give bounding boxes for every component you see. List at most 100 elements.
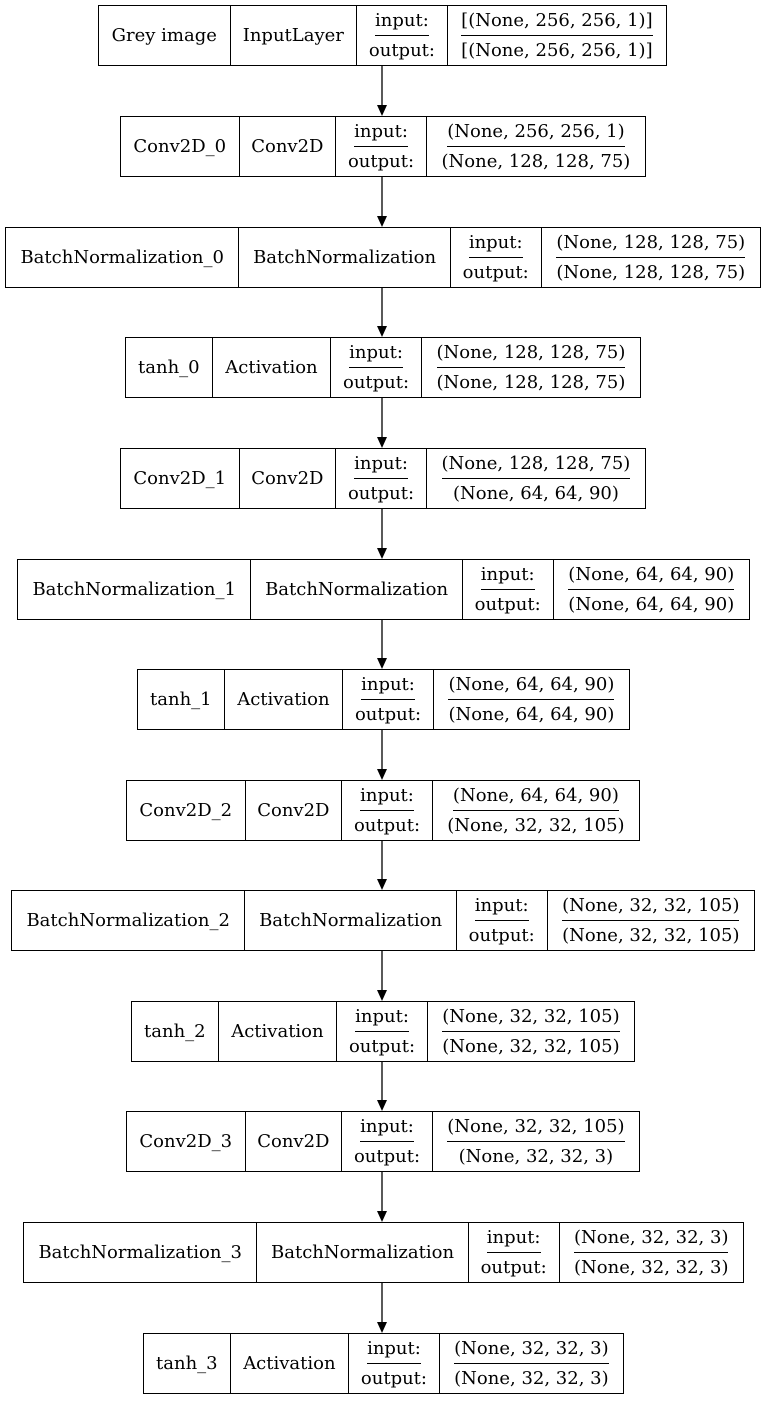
arrowhead-icon: [377, 1322, 387, 1333]
io-shapes: (None, 32, 32, 105) (None, 32, 32, 105): [428, 1002, 634, 1061]
io-labels: input:output:: [336, 449, 427, 508]
io-labels: input: output:: [451, 228, 542, 287]
layer-name: tanh_1: [138, 670, 225, 729]
input-shape: (None, 32, 32, 105): [442, 1002, 620, 1032]
layer-type: Conv2D: [246, 781, 343, 840]
output-label: output:: [347, 483, 415, 504]
layer-type: Activation: [231, 1334, 350, 1393]
output-shape: (None, 128, 128, 75): [441, 151, 631, 172]
input-label: input:: [375, 6, 429, 36]
arrowhead-icon: [377, 658, 387, 669]
io-shapes: (None, 32, 32, 3)(None, 32, 32, 3): [560, 1223, 743, 1282]
io-shapes: (None, 256, 256, 1)(None, 128, 128, 75): [427, 117, 645, 176]
arrowhead-icon: [377, 1100, 387, 1111]
output-shape: (None, 32, 32, 105): [442, 1036, 620, 1057]
input-shape: (None, 128, 128, 75): [556, 228, 746, 258]
layer-name: BatchNormalization_0: [6, 228, 240, 287]
output-label: output:: [468, 925, 535, 946]
input-label: input:: [486, 1223, 541, 1253]
output-label: output:: [462, 262, 529, 283]
arrowhead-icon: [377, 1211, 387, 1222]
input-label: input:: [354, 117, 408, 147]
layer-type: BatchNormalization: [245, 891, 457, 950]
input-label: input:: [355, 1002, 409, 1032]
layer-type: Conv2D: [240, 449, 337, 508]
layer-type: Activation: [219, 1002, 338, 1061]
io-labels: input: output:: [337, 1002, 428, 1061]
input-shape: (None, 32, 32, 105): [562, 891, 740, 921]
io-labels: input: output:: [469, 1223, 560, 1282]
layer-name: Conv2D_1: [121, 449, 240, 508]
output-shape: [(None, 256, 256, 1)]: [461, 40, 653, 61]
layer-type: InputLayer: [231, 6, 358, 65]
layer-name: Conv2D_0: [121, 117, 240, 176]
output-label: output:: [368, 40, 435, 61]
io-labels: input: output:: [343, 670, 434, 729]
output-shape: (None, 64, 64, 90): [448, 704, 615, 725]
output-label: output:: [348, 1036, 416, 1057]
input-shape: (None, 64, 64, 90): [452, 781, 619, 811]
input-shape: (None, 32, 32, 3): [454, 1334, 609, 1364]
layer-type: BatchNormalization: [251, 560, 463, 619]
layer-type: BatchNormalization: [257, 1223, 469, 1282]
output-label: output:: [360, 1368, 427, 1389]
output-label: output:: [474, 594, 541, 615]
arrowhead-icon: [377, 990, 387, 1001]
input-label: input:: [480, 560, 535, 590]
layer-name: tanh_2: [132, 1002, 219, 1061]
input-shape: (None, 32, 32, 105): [447, 1112, 625, 1142]
input-label: input:: [474, 891, 529, 921]
io-shapes: (None, 64, 64, 90)(None, 64, 64, 90): [434, 670, 629, 729]
io-labels: input: output:: [342, 781, 433, 840]
layer-name: BatchNormalization_1: [18, 560, 252, 619]
layer-type: Conv2D: [240, 117, 337, 176]
input-label: input:: [360, 781, 414, 811]
input-label: input:: [361, 670, 415, 700]
io-labels: input:output:: [342, 1112, 433, 1171]
io-labels: input:output:: [331, 338, 422, 397]
output-shape: (None, 32, 32, 105): [562, 925, 740, 946]
input-label: input:: [468, 228, 523, 258]
layer-name: BatchNormalization_2: [12, 891, 246, 950]
layer-type: BatchNormalization: [239, 228, 451, 287]
layer-type: Conv2D: [246, 1112, 343, 1171]
arrowhead-icon: [377, 326, 387, 337]
arrowhead-icon: [377, 105, 387, 116]
output-label: output:: [354, 704, 422, 725]
output-label: output:: [347, 151, 415, 172]
output-label: output:: [480, 1257, 547, 1278]
output-shape: (None, 128, 128, 75): [556, 262, 746, 283]
output-shape: (None, 32, 32, 3): [574, 1257, 729, 1278]
layer-name: tanh_3: [144, 1334, 231, 1393]
io-labels: input: output:: [357, 6, 448, 65]
io-shapes: (None, 128, 128, 75)(None, 128, 128, 75): [422, 338, 640, 397]
input-label: input:: [360, 1112, 414, 1142]
arrowhead-icon: [377, 879, 387, 890]
layer-name: Conv2D_2: [127, 781, 246, 840]
io-shapes: (None, 128, 128, 75) (None, 128, 128, 75): [542, 228, 760, 287]
io-shapes: [(None, 256, 256, 1)] [(None, 256, 256, 1…: [448, 6, 666, 65]
io-labels: input: output:: [336, 117, 427, 176]
input-shape: [(None, 256, 256, 1)]: [461, 6, 653, 36]
arrowhead-icon: [377, 216, 387, 227]
output-shape: (None, 128, 128, 75): [436, 372, 626, 393]
output-shape: (None, 32, 32, 3): [458, 1146, 614, 1167]
layer-name: BatchNormalization_3: [24, 1223, 258, 1282]
layer-name: tanh_0: [126, 338, 213, 397]
output-label: output:: [343, 372, 410, 393]
io-shapes: (None, 32, 32, 105) (None, 32, 32, 3): [433, 1112, 639, 1171]
io-labels: input: output:: [457, 891, 548, 950]
output-label: output:: [353, 815, 421, 836]
output-shape: (None, 64, 64, 90): [452, 483, 619, 504]
